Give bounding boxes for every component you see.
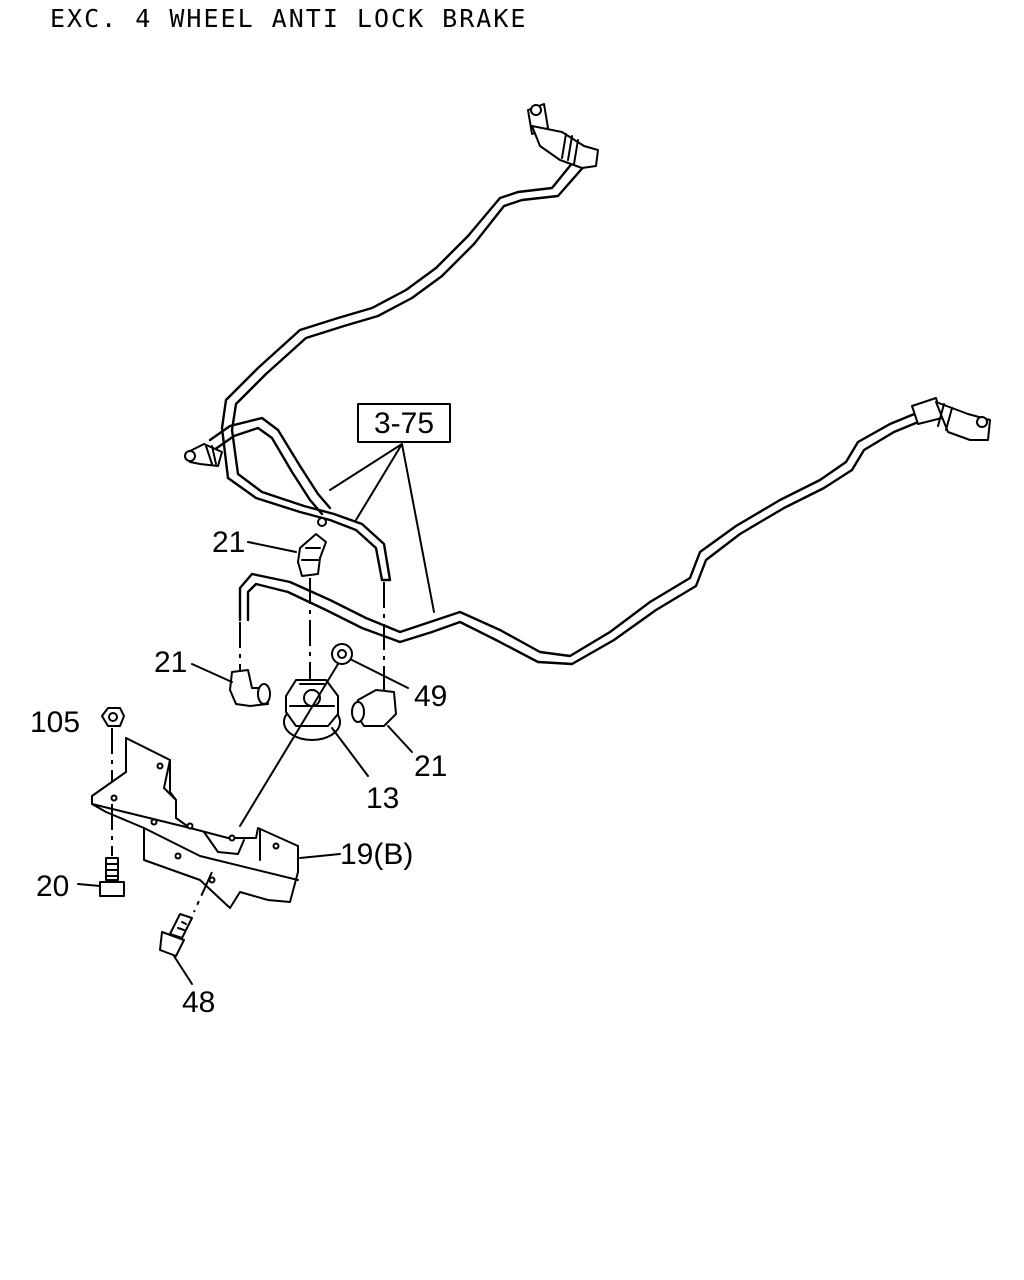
callout-48: 48 xyxy=(182,986,215,1019)
callout-21-top: 21 xyxy=(212,526,245,559)
bolt-small-icon[interactable] xyxy=(99,857,125,897)
union-fitting-left-icon[interactable] xyxy=(229,669,271,707)
mounting-bracket-icon[interactable] xyxy=(91,737,299,909)
brake-pipe-upper-right[interactable] xyxy=(220,148,588,582)
nut-icon[interactable] xyxy=(101,707,125,727)
valve-mount-line xyxy=(239,663,339,827)
union-fitting-right-icon[interactable] xyxy=(351,689,397,727)
wheel-fitting-left-icon xyxy=(184,443,223,467)
leader-19b xyxy=(299,853,341,859)
bolt-large-icon[interactable] xyxy=(159,913,193,957)
leader-21-left xyxy=(191,663,233,683)
reference-box[interactable]: 3-75 xyxy=(357,403,451,443)
leader-20 xyxy=(77,883,101,887)
callout-19b: 19(B) xyxy=(340,838,413,871)
callout-13: 13 xyxy=(366,782,399,815)
leader-13 xyxy=(331,727,369,777)
reference-label: 3-75 xyxy=(374,407,434,440)
callout-105: 105 xyxy=(30,706,80,739)
union-fitting-top-icon[interactable] xyxy=(297,533,327,577)
leader-21-right xyxy=(387,725,413,753)
callout-20: 20 xyxy=(36,870,69,903)
centerline-bolt-48 xyxy=(193,871,213,913)
callout-49: 49 xyxy=(414,680,447,713)
reference-leaders xyxy=(329,443,435,613)
brake-pipe-right[interactable] xyxy=(238,408,930,666)
proportioning-valve-icon[interactable] xyxy=(283,679,341,741)
leader-48 xyxy=(173,955,193,985)
diagram-title: EXC. 4 WHEEL ANTI LOCK BRAKE xyxy=(50,4,528,33)
wheel-fitting-right-icon xyxy=(911,397,991,441)
wheel-fitting-upper-right-icon xyxy=(527,103,599,169)
washer-icon[interactable] xyxy=(331,643,353,665)
pipe-end-marker xyxy=(317,517,327,527)
leader-49 xyxy=(351,659,409,689)
callout-21-right: 21 xyxy=(414,750,447,783)
callout-21-left: 21 xyxy=(154,646,187,679)
brake-pipe-left[interactable] xyxy=(208,416,332,516)
leader-21-top xyxy=(247,541,297,553)
